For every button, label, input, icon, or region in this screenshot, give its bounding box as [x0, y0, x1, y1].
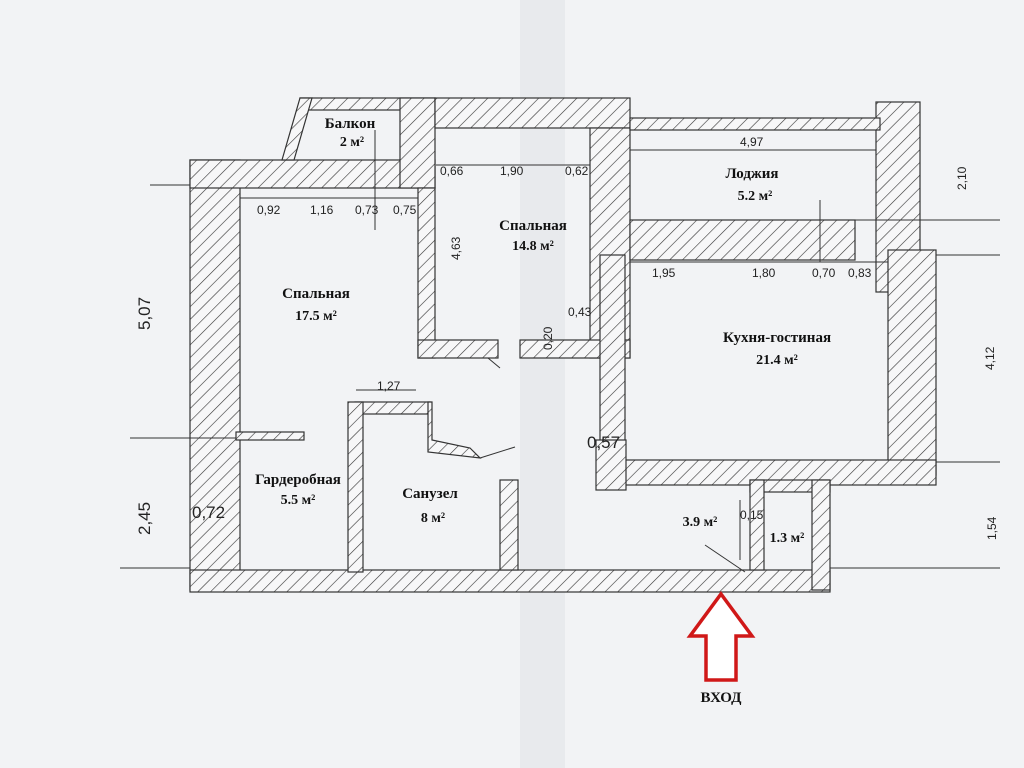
- dim-190: 1,90: [500, 164, 524, 178]
- entry-label: ВХОД: [701, 690, 743, 706]
- bedroom-middle-name: Спальная: [499, 218, 567, 234]
- dim-020: 0,20: [541, 326, 555, 350]
- bathroom-name: Санузел: [402, 486, 458, 502]
- dim-092: 0,92: [257, 203, 281, 217]
- wall-bath-right: [499, 479, 519, 571]
- wall-balcony-left: [281, 97, 313, 161]
- dim-075: 0,75: [393, 203, 417, 217]
- balcony-name: Балкон: [325, 116, 376, 132]
- bedroom-left-area: 17.5 м²: [295, 309, 337, 324]
- dim-062: 0,62: [565, 164, 589, 178]
- bathroom-area: 8 м²: [421, 511, 445, 526]
- wall-hall-stub: [595, 439, 627, 491]
- dim-210: 2,10: [955, 166, 969, 190]
- wall-bath-left: [347, 401, 364, 573]
- dim-057: 0,57: [587, 433, 620, 452]
- wall-kitchen-left: [599, 254, 626, 461]
- wall-left: [189, 159, 241, 591]
- dim-463: 4,63: [449, 236, 463, 260]
- kitchen-living-name: Кухня-гостиная: [723, 330, 831, 346]
- dim-072: 0,72: [192, 503, 225, 522]
- wall-top-left: [189, 159, 436, 189]
- dim-497: 4,97: [740, 135, 764, 149]
- dim-195: 1,95: [652, 266, 676, 280]
- dim-127: 1,27: [377, 379, 401, 393]
- hall-area: 3.9 м²: [683, 515, 718, 530]
- wall-bath-top: [354, 401, 431, 415]
- walls: [189, 97, 937, 593]
- wall-balcony-right: [399, 97, 436, 189]
- wall-loggia-top: [629, 117, 881, 131]
- dim-070: 0,70: [812, 266, 836, 280]
- dim-083: 0,83: [848, 266, 872, 280]
- kitchen-living-area: 21.4 м²: [756, 353, 798, 368]
- dim-180: 1,80: [752, 266, 776, 280]
- balcony-area: 2 м²: [340, 135, 364, 150]
- wall-bath-diagonal: [427, 401, 482, 459]
- dim-507: 5,07: [135, 297, 154, 330]
- wall-storage-left: [749, 479, 765, 571]
- dim-154: 1,54: [985, 516, 999, 540]
- wall-wardrobe-top: [235, 431, 305, 441]
- wall-partition-a: [417, 187, 436, 359]
- dim-245: 2,45: [135, 502, 154, 535]
- wall-right: [887, 249, 937, 476]
- loggia-area: 5.2 м²: [738, 189, 773, 204]
- dim-043: 0,43: [568, 305, 592, 319]
- dim-412: 4,12: [983, 346, 997, 370]
- dim-073: 0,73: [355, 203, 379, 217]
- dim-066: 0,66: [440, 164, 464, 178]
- dim-015: 0,15: [740, 508, 764, 522]
- wardrobe-name: Гардеробная: [255, 472, 341, 488]
- door-lines: [120, 130, 1000, 573]
- entry-arrow-icon: [686, 591, 756, 682]
- wall-top-middle: [434, 97, 631, 129]
- bedroom-left-name: Спальная: [282, 286, 350, 302]
- dim-116: 1,16: [310, 203, 334, 217]
- wall-partition-b: [417, 339, 499, 359]
- bedroom-middle-area: 14.8 м²: [512, 239, 554, 254]
- wall-bottom: [189, 569, 831, 593]
- loggia-name: Лоджия: [725, 166, 778, 182]
- wall-kitchen-top: [629, 219, 856, 261]
- wall-storage-right: [811, 479, 831, 591]
- storage-area: 1.3 м²: [770, 531, 805, 546]
- wardrobe-area: 5.5 м²: [281, 493, 316, 508]
